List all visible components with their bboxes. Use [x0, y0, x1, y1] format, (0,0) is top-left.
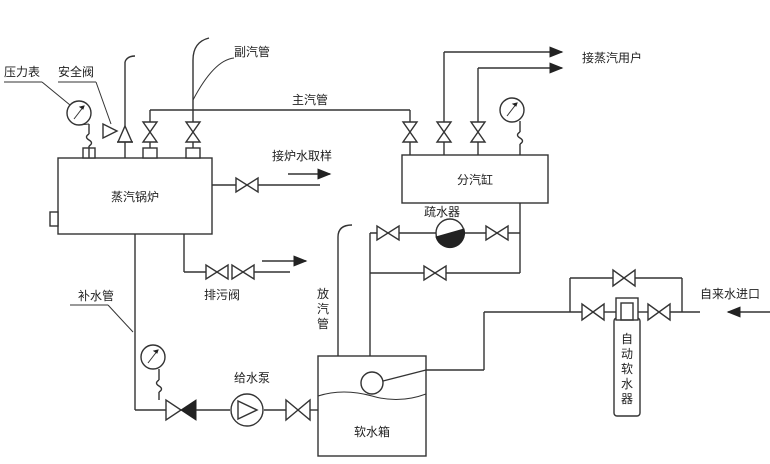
- furnace-water-sample-label: 接炉水取样: [272, 148, 332, 163]
- steam-users-label: 接蒸汽用户: [582, 50, 642, 65]
- steam-header-valves: [401, 121, 487, 155]
- furnace-water-sample-line: [212, 168, 332, 194]
- pressure-gauge-label: 压力表: [4, 65, 40, 79]
- softener-label-3: 软: [621, 362, 633, 376]
- steam-user-pipes: [443, 46, 564, 122]
- feed-pump: [230, 393, 264, 427]
- boiler-aux-steam-valve: [184, 121, 202, 148]
- aux-steam-pipe-leader: [192, 57, 235, 101]
- vent-pipe-label-3: 管: [317, 316, 329, 331]
- softener-label-2: 动: [621, 347, 633, 361]
- steam-boiler: [49, 157, 213, 235]
- boiler-main-steam-valve: [141, 121, 159, 148]
- steam-header: [401, 154, 549, 204]
- main-steam-pipe-label: 主汽管: [292, 92, 328, 107]
- softener-label-4: 水: [621, 377, 633, 391]
- feed-pump-label: 给水泵: [234, 371, 270, 385]
- boiler-top-fittings: [82, 147, 201, 159]
- makeup-pipe-label: 补水管: [78, 288, 114, 303]
- blowdown-valve-label: 排污阀: [204, 288, 240, 302]
- steam-trap-label: 疏水器: [424, 204, 460, 219]
- aux-steam-pipe-label: 副汽管: [234, 44, 270, 59]
- steam-header-label: 分汽缸: [457, 172, 493, 187]
- makeup-water-line: [134, 234, 318, 422]
- makeup-pressure-gauge: [140, 344, 166, 400]
- softener-label-5: 器: [621, 392, 633, 406]
- softener-label-1: 自: [621, 332, 633, 346]
- soft-water-tank: [317, 355, 427, 457]
- vent-pipe-label-2: 汽: [317, 301, 329, 316]
- safety-valve: [102, 55, 136, 158]
- condensate-return-line: [369, 203, 521, 356]
- blowdown-line: [183, 234, 308, 281]
- vent-pipe: [337, 224, 353, 356]
- header-pressure-gauge: [499, 97, 525, 155]
- tap-water-inlet-label: 自来水进口: [700, 287, 760, 301]
- softener-inlet-line: [426, 268, 770, 371]
- main-steam-pipe: [149, 37, 411, 122]
- boiler-pressure-gauge: [66, 100, 93, 158]
- automatic-water-softener: [604, 297, 648, 417]
- steam-boiler-label: 蒸汽锅炉: [111, 189, 159, 204]
- vent-pipe-label-1: 放: [317, 286, 329, 301]
- safety-valve-label: 安全阀: [58, 64, 94, 79]
- steam-trap: [435, 218, 466, 249]
- soft-water-tank-label: 软水箱: [354, 424, 390, 439]
